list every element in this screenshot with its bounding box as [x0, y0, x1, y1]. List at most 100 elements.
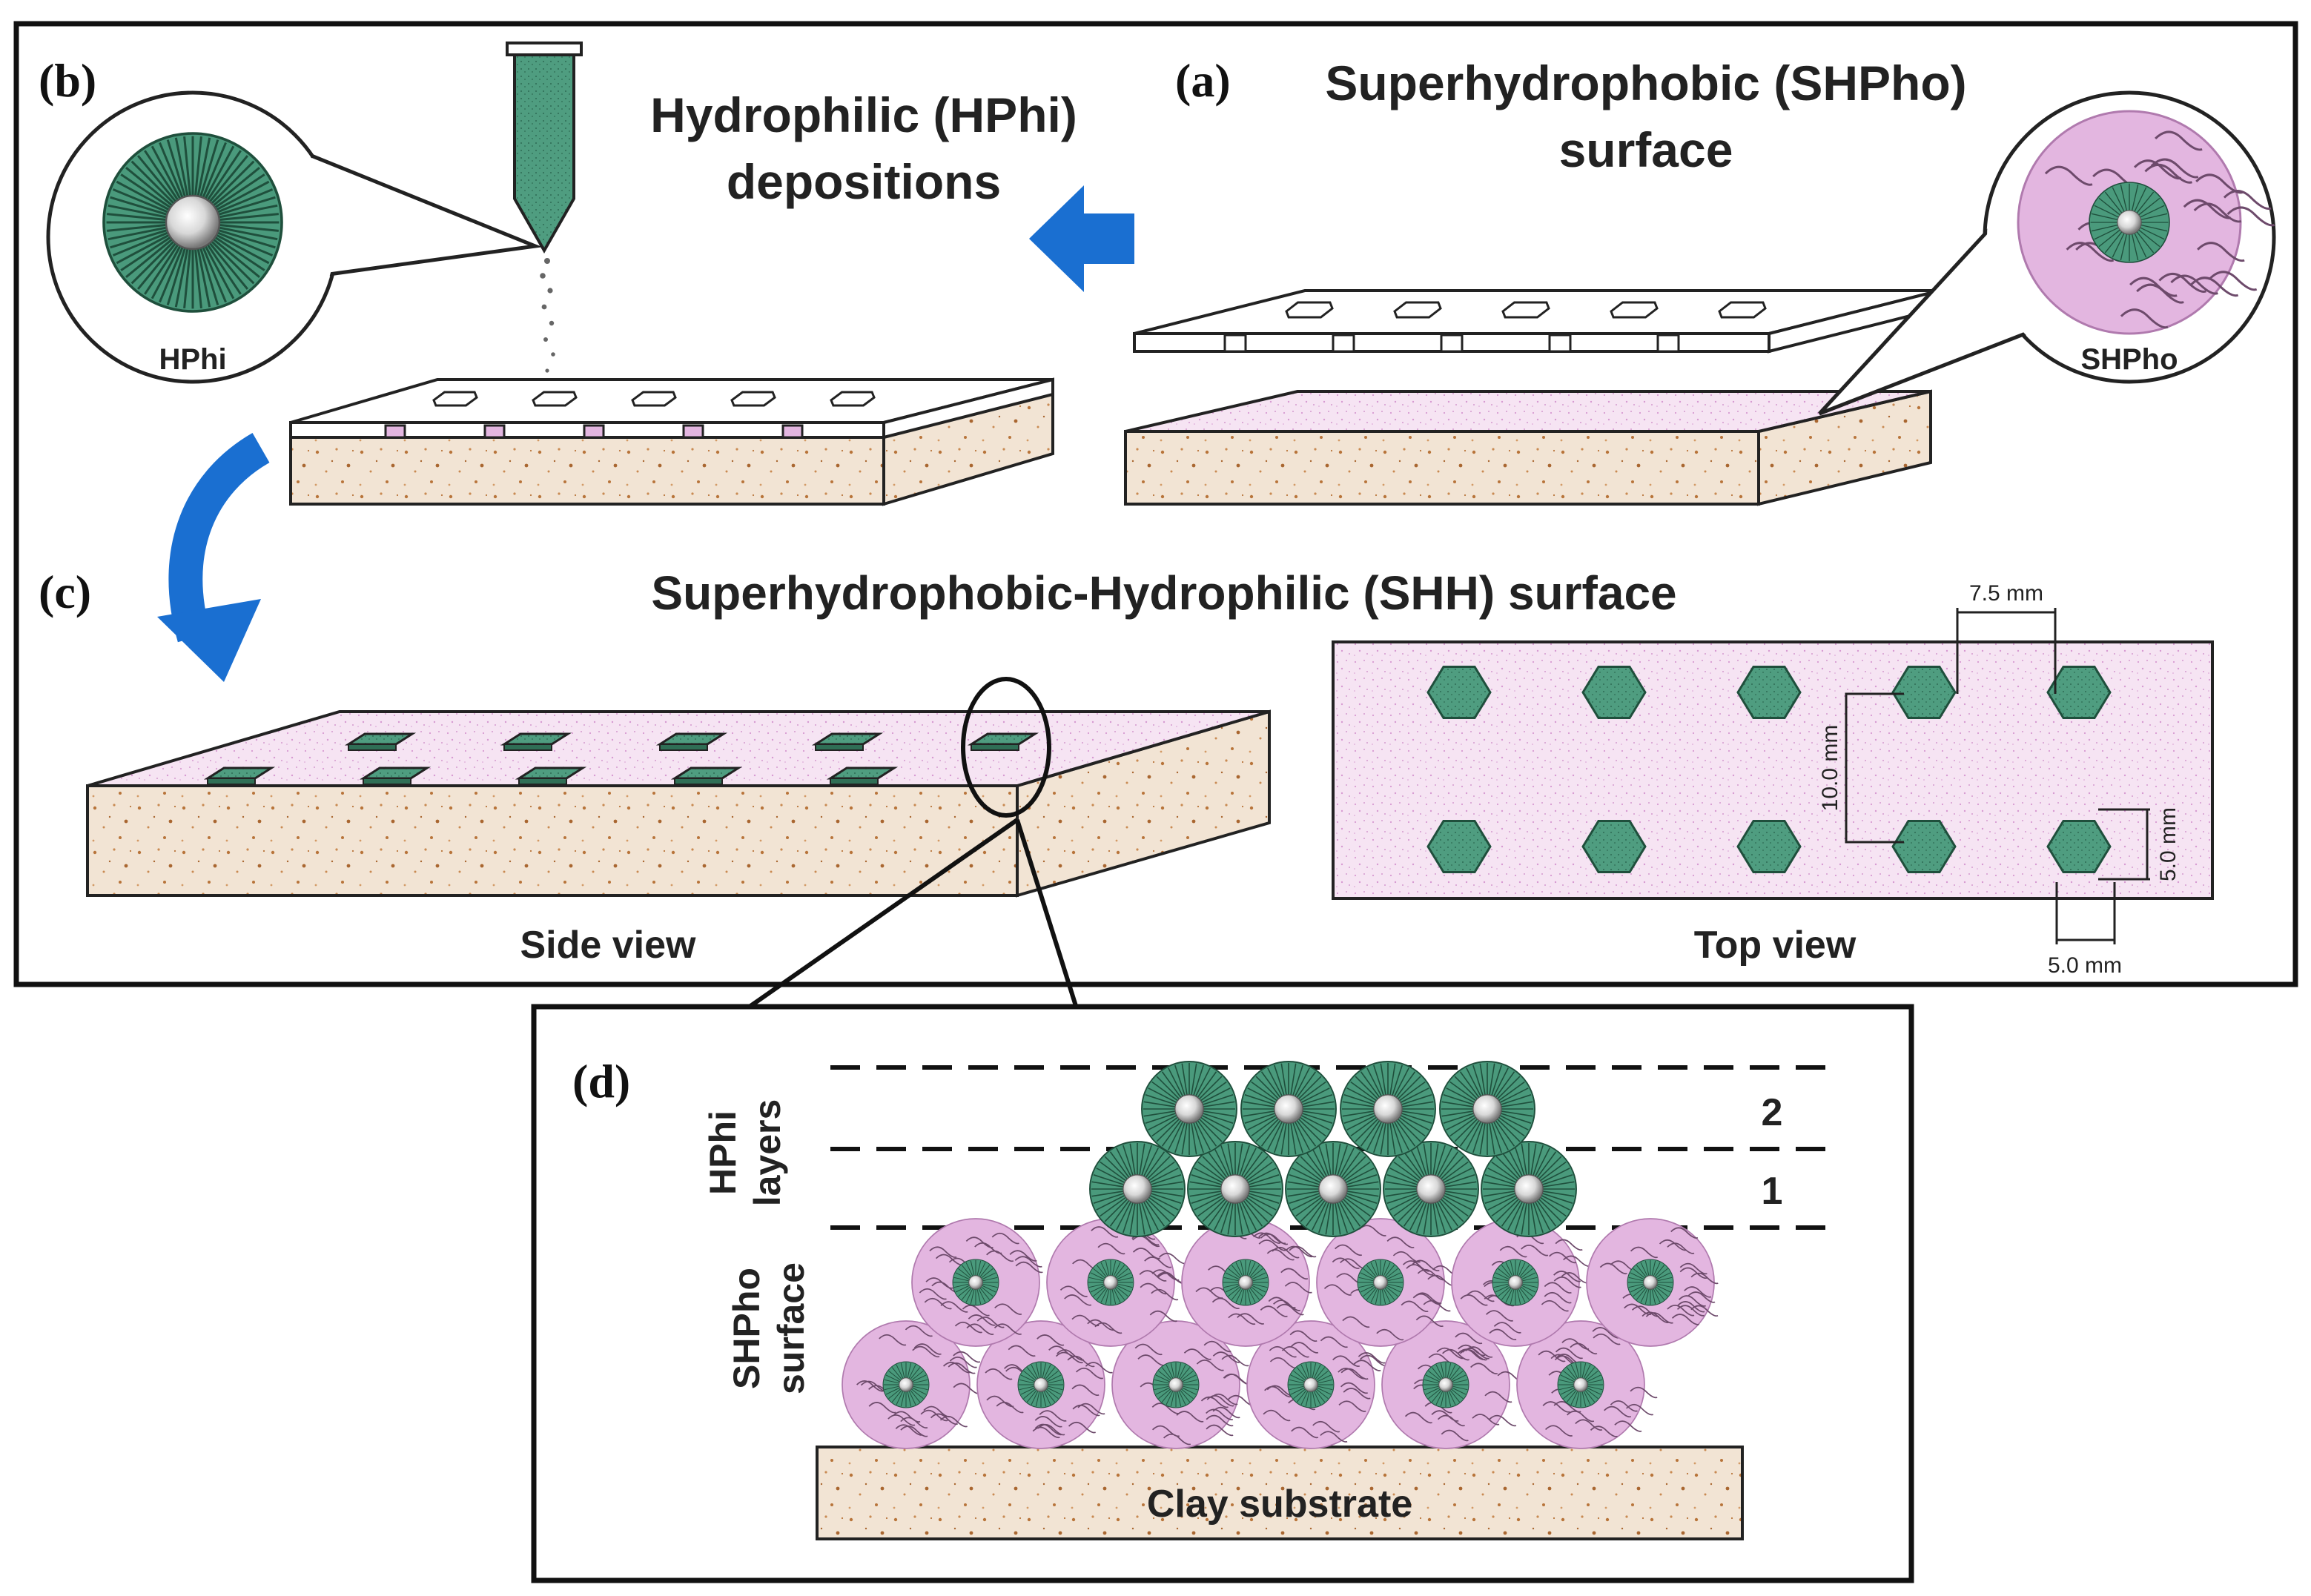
dim-hex-spacing: 7.5 mm [1969, 581, 2043, 606]
hphi-particle [882, 1361, 930, 1408]
clay-substrate-label: Clay substrate [1147, 1483, 1412, 1526]
hphi-particle [102, 132, 283, 313]
hphi-particle [1422, 1361, 1469, 1408]
left-arrow-icon [1029, 185, 1134, 292]
zoom-line-left [746, 818, 1019, 1010]
hphi-particle [1481, 1141, 1577, 1237]
hphi-particle [1557, 1361, 1604, 1408]
zoom-line-right [1015, 819, 1079, 1009]
hphi-particle [1287, 1361, 1335, 1408]
tag-d: (d) [572, 1055, 630, 1107]
hphi-hexagon [1581, 665, 1647, 720]
hphi-callout-pointer [311, 153, 543, 277]
hphi-hexagon [1736, 665, 1802, 720]
droplet [540, 273, 546, 279]
panel-b-title-2: depositions [727, 154, 1001, 209]
mask-notch [384, 424, 406, 439]
hphi-particle [1087, 1259, 1134, 1306]
hphi-particle-icon [102, 132, 283, 313]
zoom-ellipse [961, 677, 1051, 818]
hphi-pad-edge [207, 778, 256, 785]
mask-hole [1393, 301, 1442, 319]
mask-hole [1610, 301, 1659, 319]
panel-a-title-1: Superhydrophobic (SHPho) [1325, 56, 1966, 110]
hphi-pad-edge [659, 744, 708, 751]
stacked-particles [842, 1061, 1719, 1449]
shpho-particle [1516, 1320, 1658, 1449]
slab-a-front [1124, 430, 1760, 506]
hphi-particle [1383, 1141, 1479, 1237]
mask-notch [682, 424, 704, 439]
slab-a-top [1125, 390, 1931, 433]
dim-row-spacing: 10.0 mm [1818, 725, 1842, 812]
side-view-caption: Side view [520, 924, 697, 967]
mask-notch [1656, 334, 1680, 353]
mask-notch [1223, 334, 1247, 353]
hphi-hexagon [1891, 819, 1957, 874]
hphi-hexagon [1891, 665, 1957, 720]
dimension-lines [1845, 608, 2150, 944]
hphi-particle [1017, 1361, 1065, 1408]
droplet [541, 304, 547, 310]
hphi-particle [1152, 1361, 1200, 1408]
droplet [551, 352, 555, 357]
panel-b-title-1: Hydrophilic (HPhi) [650, 87, 1077, 142]
mask-b-side [882, 377, 1054, 440]
mask-hole [1285, 301, 1334, 319]
panel-a-title-2: surface [1559, 122, 1733, 177]
curved-arrow-icon [168, 433, 270, 643]
hphi-particle [1285, 1141, 1381, 1237]
top-view-caption: Top view [1694, 924, 1857, 967]
shpho-particle [842, 1320, 981, 1449]
mask-notch [483, 424, 506, 439]
shpho-particle [2017, 110, 2275, 335]
hphi-layers-label-2: layers [747, 1099, 788, 1207]
shpho-surface-label-1: SHPho [726, 1268, 767, 1389]
mask-notch [1332, 334, 1355, 353]
dim-hex-width: 5.0 mm [2048, 953, 2122, 978]
hphi-pad-edge [518, 778, 567, 785]
mask-hole [432, 391, 478, 407]
side-view-hphi-pads [203, 732, 1039, 785]
hphi-particle [1439, 1061, 1535, 1157]
mask-notch [1548, 334, 1572, 353]
dim-hex-height: 5.0 mm [2156, 807, 2181, 881]
curved-arrow-head-icon [157, 599, 261, 682]
tag-a: (a) [1175, 54, 1231, 107]
mask-hole [730, 391, 776, 407]
shpho-particle [976, 1320, 1113, 1449]
hphi-pad-edge [971, 744, 1019, 751]
hphi-layers-label-1: HPhi [702, 1110, 744, 1195]
hphi-pad-edge [363, 778, 411, 785]
hphi-particle [1240, 1061, 1337, 1157]
hphi-particle [1141, 1061, 1237, 1157]
clay-substrate [816, 1446, 1744, 1540]
shpho-particle [1111, 1320, 1256, 1449]
shpho-particle [1246, 1320, 1388, 1449]
pipette-rim [506, 42, 583, 56]
droplet [544, 258, 550, 264]
hphi-pad-edge [503, 744, 552, 751]
layer-1-label: 1 [1762, 1170, 1783, 1213]
mask-hole [1718, 301, 1767, 319]
shpho-surface-label-2: surface [770, 1262, 812, 1394]
hphi-particle [1340, 1061, 1436, 1157]
hphi-particle [952, 1259, 999, 1306]
mask-notch [1440, 334, 1464, 353]
hphi-particle [1627, 1259, 1674, 1306]
droplet [543, 337, 548, 342]
hphi-particle [1357, 1259, 1404, 1306]
top-frame [13, 21, 2298, 987]
slab-b-front [289, 428, 885, 506]
hphi-pad-edge [830, 778, 879, 785]
hphi-hexagon [1426, 665, 1492, 720]
hphi-particle [1492, 1259, 1539, 1306]
hphi-hexagon [1581, 819, 1647, 874]
hphi-pad-edge [674, 778, 723, 785]
mask-a-holes [1223, 301, 1767, 353]
hphi-pad-edge [815, 744, 864, 751]
panel-c-title: Superhydrophobic-Hydrophilic (SHH) surfa… [651, 566, 1676, 620]
hphi-pad-edge [348, 744, 397, 751]
mask-hole [830, 391, 876, 407]
